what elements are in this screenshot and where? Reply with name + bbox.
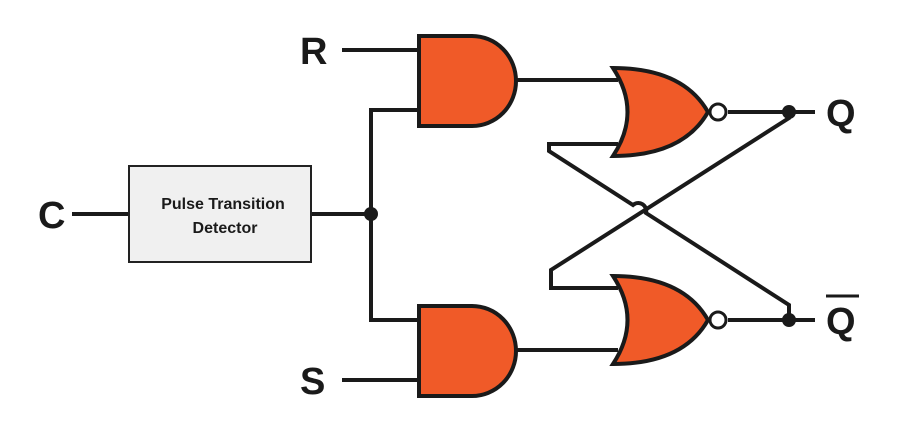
wire-feedback-q-bar [547, 142, 791, 320]
detector-box [128, 165, 312, 263]
output-q-bar-label: Q [826, 301, 856, 343]
output-q-label: Q [826, 93, 856, 135]
detector-label-line2: Detector [193, 220, 258, 237]
junction-dot-q-bar [782, 313, 796, 327]
nor-gate-bottom-inversion-bubble [708, 310, 728, 330]
pulse-transition-detector: Pulse Transition Detector [128, 165, 312, 263]
junction-dot-clock [364, 207, 378, 221]
detector-label-line1: Pulse Transition [161, 196, 285, 213]
nor-gate-bottom [609, 273, 711, 367]
input-c-label: C [38, 195, 65, 237]
input-r-label: R [300, 31, 327, 73]
and-gate-s [417, 304, 518, 398]
and-gate-r [417, 34, 518, 128]
junction-dot-q [782, 105, 796, 119]
nor-gate-top [609, 65, 711, 159]
nor-gate-top-inversion-bubble [708, 102, 728, 122]
input-s-label: S [300, 361, 325, 403]
